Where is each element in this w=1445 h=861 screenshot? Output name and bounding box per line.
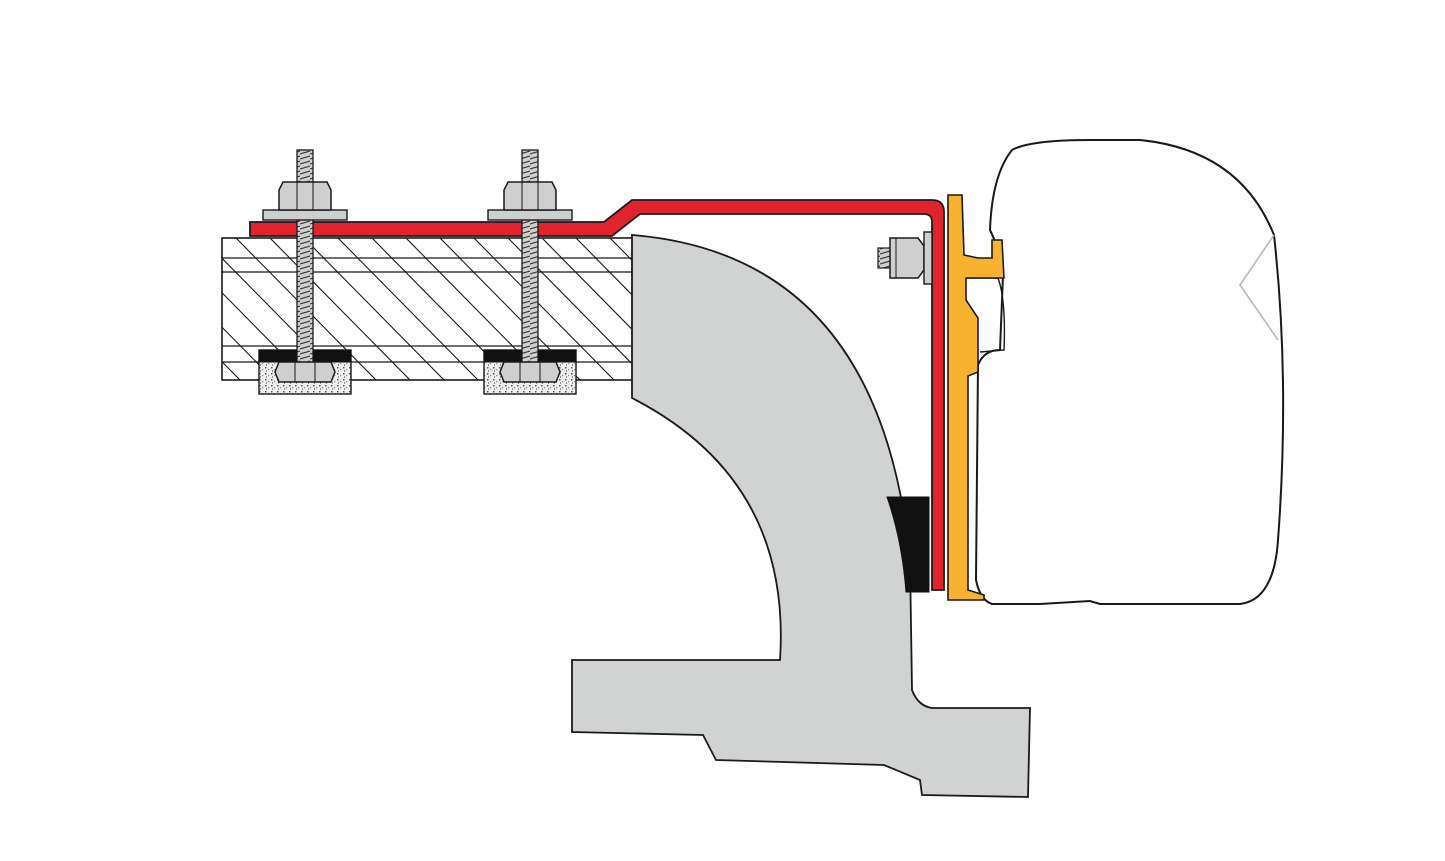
mounting-bracket	[249, 199, 945, 591]
awning-housing-body	[974, 139, 1285, 605]
hex-nut-icon	[278, 181, 332, 211]
hatch-line	[337, 238, 479, 380]
awning-rail	[947, 194, 1005, 601]
washer-icon	[923, 231, 933, 285]
hatch-line	[575, 238, 634, 298]
awning-housing	[966, 139, 1285, 605]
side-bolt	[877, 231, 933, 285]
vehicle-gutter-profile	[571, 234, 1031, 798]
hex-nut-icon	[499, 361, 561, 383]
hex-nut-icon	[889, 237, 925, 279]
vertical-bolt	[258, 149, 352, 395]
hatch-line	[222, 360, 241, 380]
washer-icon	[262, 209, 348, 221]
hex-nut-icon	[274, 361, 336, 383]
hatch-line	[541, 238, 634, 333]
hex-nut-icon	[503, 181, 557, 211]
bolt-icon	[877, 247, 891, 269]
vertical-bolts	[258, 149, 577, 395]
hatch-line	[222, 326, 275, 380]
hatch-line	[473, 238, 615, 380]
vertical-bolt	[483, 149, 577, 395]
awning-housing-notch	[966, 277, 1006, 353]
hatch-line	[269, 238, 411, 380]
washer-icon	[487, 209, 573, 221]
awning-housing-inner-line	[1239, 234, 1279, 341]
hatch-line	[303, 238, 445, 380]
rubber-spacer	[886, 496, 930, 593]
